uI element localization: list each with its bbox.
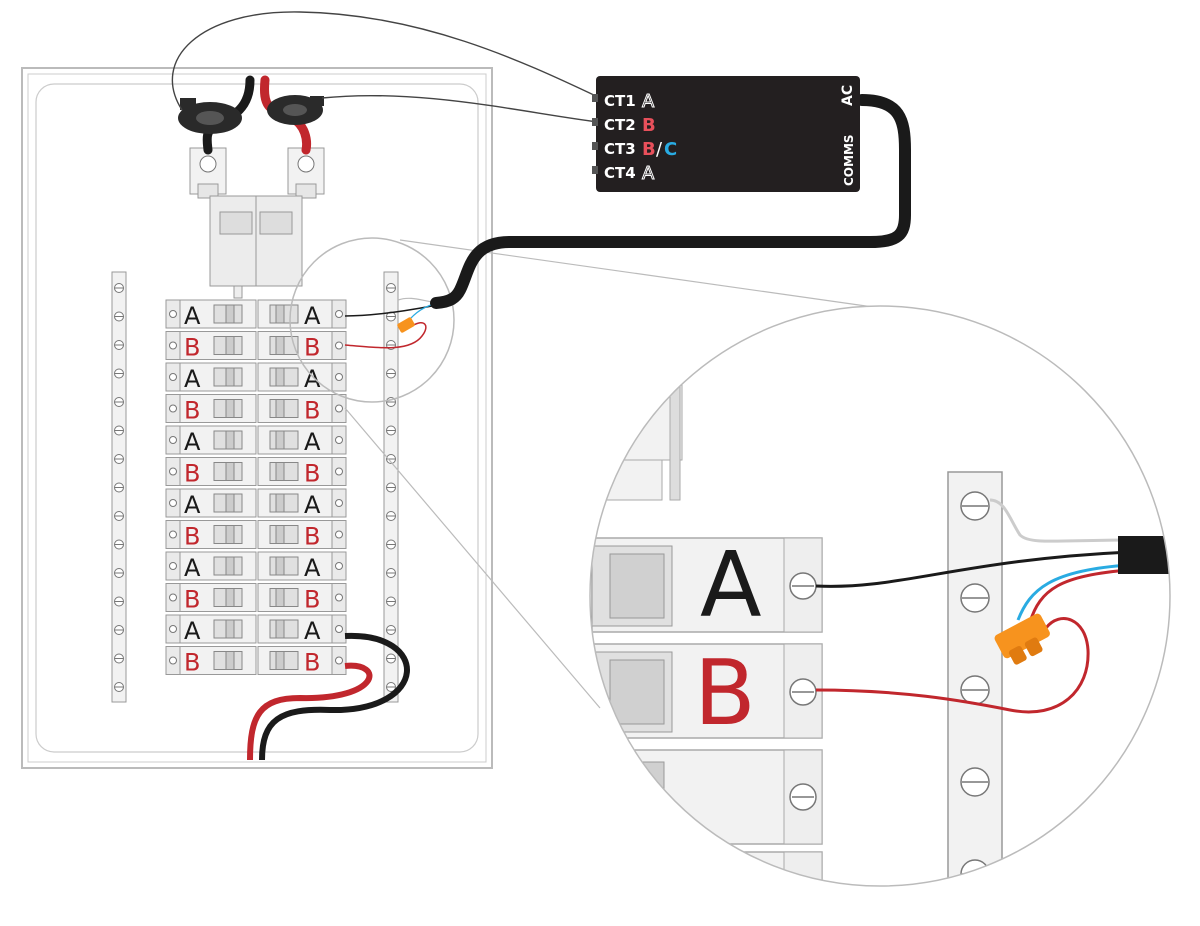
breaker-left-6: B — [165, 457, 257, 488]
zoom-bus-screw — [960, 859, 990, 886]
ct2-lead-wire — [321, 94, 599, 123]
breaker-phase-label: A — [304, 617, 321, 645]
breaker-phase-label: A — [304, 302, 321, 330]
breaker-right-9: A — [257, 551, 347, 582]
port-label-ct1: CT1 — [604, 92, 636, 110]
breaker-phase-label: B — [184, 523, 200, 551]
sense-black-wire — [344, 305, 433, 317]
breaker-phase-label: B — [184, 586, 200, 614]
zoom-detail: A B — [589, 305, 1171, 887]
breaker-phase-label: B — [304, 334, 320, 362]
breaker-phase-label: A — [304, 491, 321, 519]
breaker-left-11: A — [165, 614, 257, 645]
breaker-right-7: A — [257, 488, 347, 519]
branch-black-wire — [259, 632, 410, 761]
breaker-phase-label: B — [304, 586, 320, 614]
ct-clamp-2 — [267, 95, 324, 125]
breaker-left-12: B — [165, 646, 257, 677]
zoom-cable-end — [1118, 536, 1170, 574]
ct1-lead-wire — [171, 11, 599, 111]
breaker-phase-label: A — [184, 365, 201, 393]
port-phase-label: B — [642, 139, 656, 160]
ac-label: AC — [840, 85, 856, 106]
breaker-phase-label: B — [304, 649, 320, 677]
zoom-label-a: A — [700, 533, 762, 638]
breaker-phase-label: B — [304, 460, 320, 488]
breaker-phase-label: B — [184, 460, 200, 488]
zoom-black-wire — [815, 550, 1131, 588]
breaker-phase-label: A — [304, 554, 321, 582]
breaker-left-9: A — [165, 551, 257, 582]
port-phase-label: A — [642, 163, 655, 184]
breaker-phase-label: A — [184, 302, 201, 330]
port-label-ct3: CT3 — [604, 140, 636, 158]
breaker-phase-label: A — [184, 491, 201, 519]
main-breaker — [189, 147, 325, 299]
breaker-left-3: A — [165, 362, 257, 393]
zoom-red-wire — [815, 617, 1090, 714]
ct-clamp-1 — [178, 98, 242, 134]
branch-red-wire — [247, 662, 373, 761]
port-label-ct2: CT2 — [604, 116, 636, 134]
zoom-label-b: B — [694, 641, 756, 746]
breaker-right-1: A — [257, 299, 347, 330]
breaker-phase-label: A — [184, 617, 201, 645]
breaker-right-12: B — [257, 646, 347, 677]
port-label-ct4: CT4 — [604, 164, 636, 182]
breaker-right-3: A — [257, 362, 347, 393]
port-phase-label: A — [642, 91, 655, 112]
ac-comms-cable — [430, 94, 911, 309]
electrical-panel — [21, 67, 493, 769]
breaker-right-4: B — [257, 394, 347, 425]
breaker-phase-label: A — [184, 554, 201, 582]
breaker-left-1: A — [165, 299, 257, 330]
breaker-phase-label: B — [304, 397, 320, 425]
breaker-right-10: B — [257, 583, 347, 614]
breaker-right-6: B — [257, 457, 347, 488]
breaker-phase-label: A — [184, 428, 201, 456]
breaker-phase-label: B — [184, 334, 200, 362]
breaker-phase-label: B — [184, 649, 200, 677]
breaker-left-5: A — [165, 425, 257, 456]
port-phase-label: C — [664, 139, 677, 160]
bus-bar-right — [383, 271, 399, 703]
breaker-right-2: B — [257, 331, 347, 362]
sense-neutral-wire — [397, 297, 433, 303]
breaker-phase-label: B — [184, 397, 200, 425]
port-phase-label: / — [656, 139, 663, 160]
breaker-phase-label: A — [304, 428, 321, 456]
breaker-right-8: B — [257, 520, 347, 551]
wire-connector-zoom — [994, 613, 1050, 665]
breaker-phase-label: B — [304, 523, 320, 551]
breaker-left-10: B — [165, 583, 257, 614]
magnify-source-circle — [289, 237, 455, 403]
breaker-left-8: B — [165, 520, 257, 551]
port-phase-label: B — [642, 115, 656, 136]
wire-connector-small — [397, 317, 415, 333]
breaker-left-4: B — [165, 394, 257, 425]
sense-red-wire — [344, 322, 427, 349]
magnify-line-bottom — [344, 407, 601, 709]
comms-label: COMMS — [842, 134, 856, 186]
zoom-blue-wire — [1016, 563, 1131, 621]
breaker-right-5: A — [257, 425, 347, 456]
bus-bar-left — [111, 271, 127, 703]
breaker-left-2: B — [165, 331, 257, 362]
breaker-left-7: A — [165, 488, 257, 519]
breaker-right-11: A — [257, 614, 347, 645]
